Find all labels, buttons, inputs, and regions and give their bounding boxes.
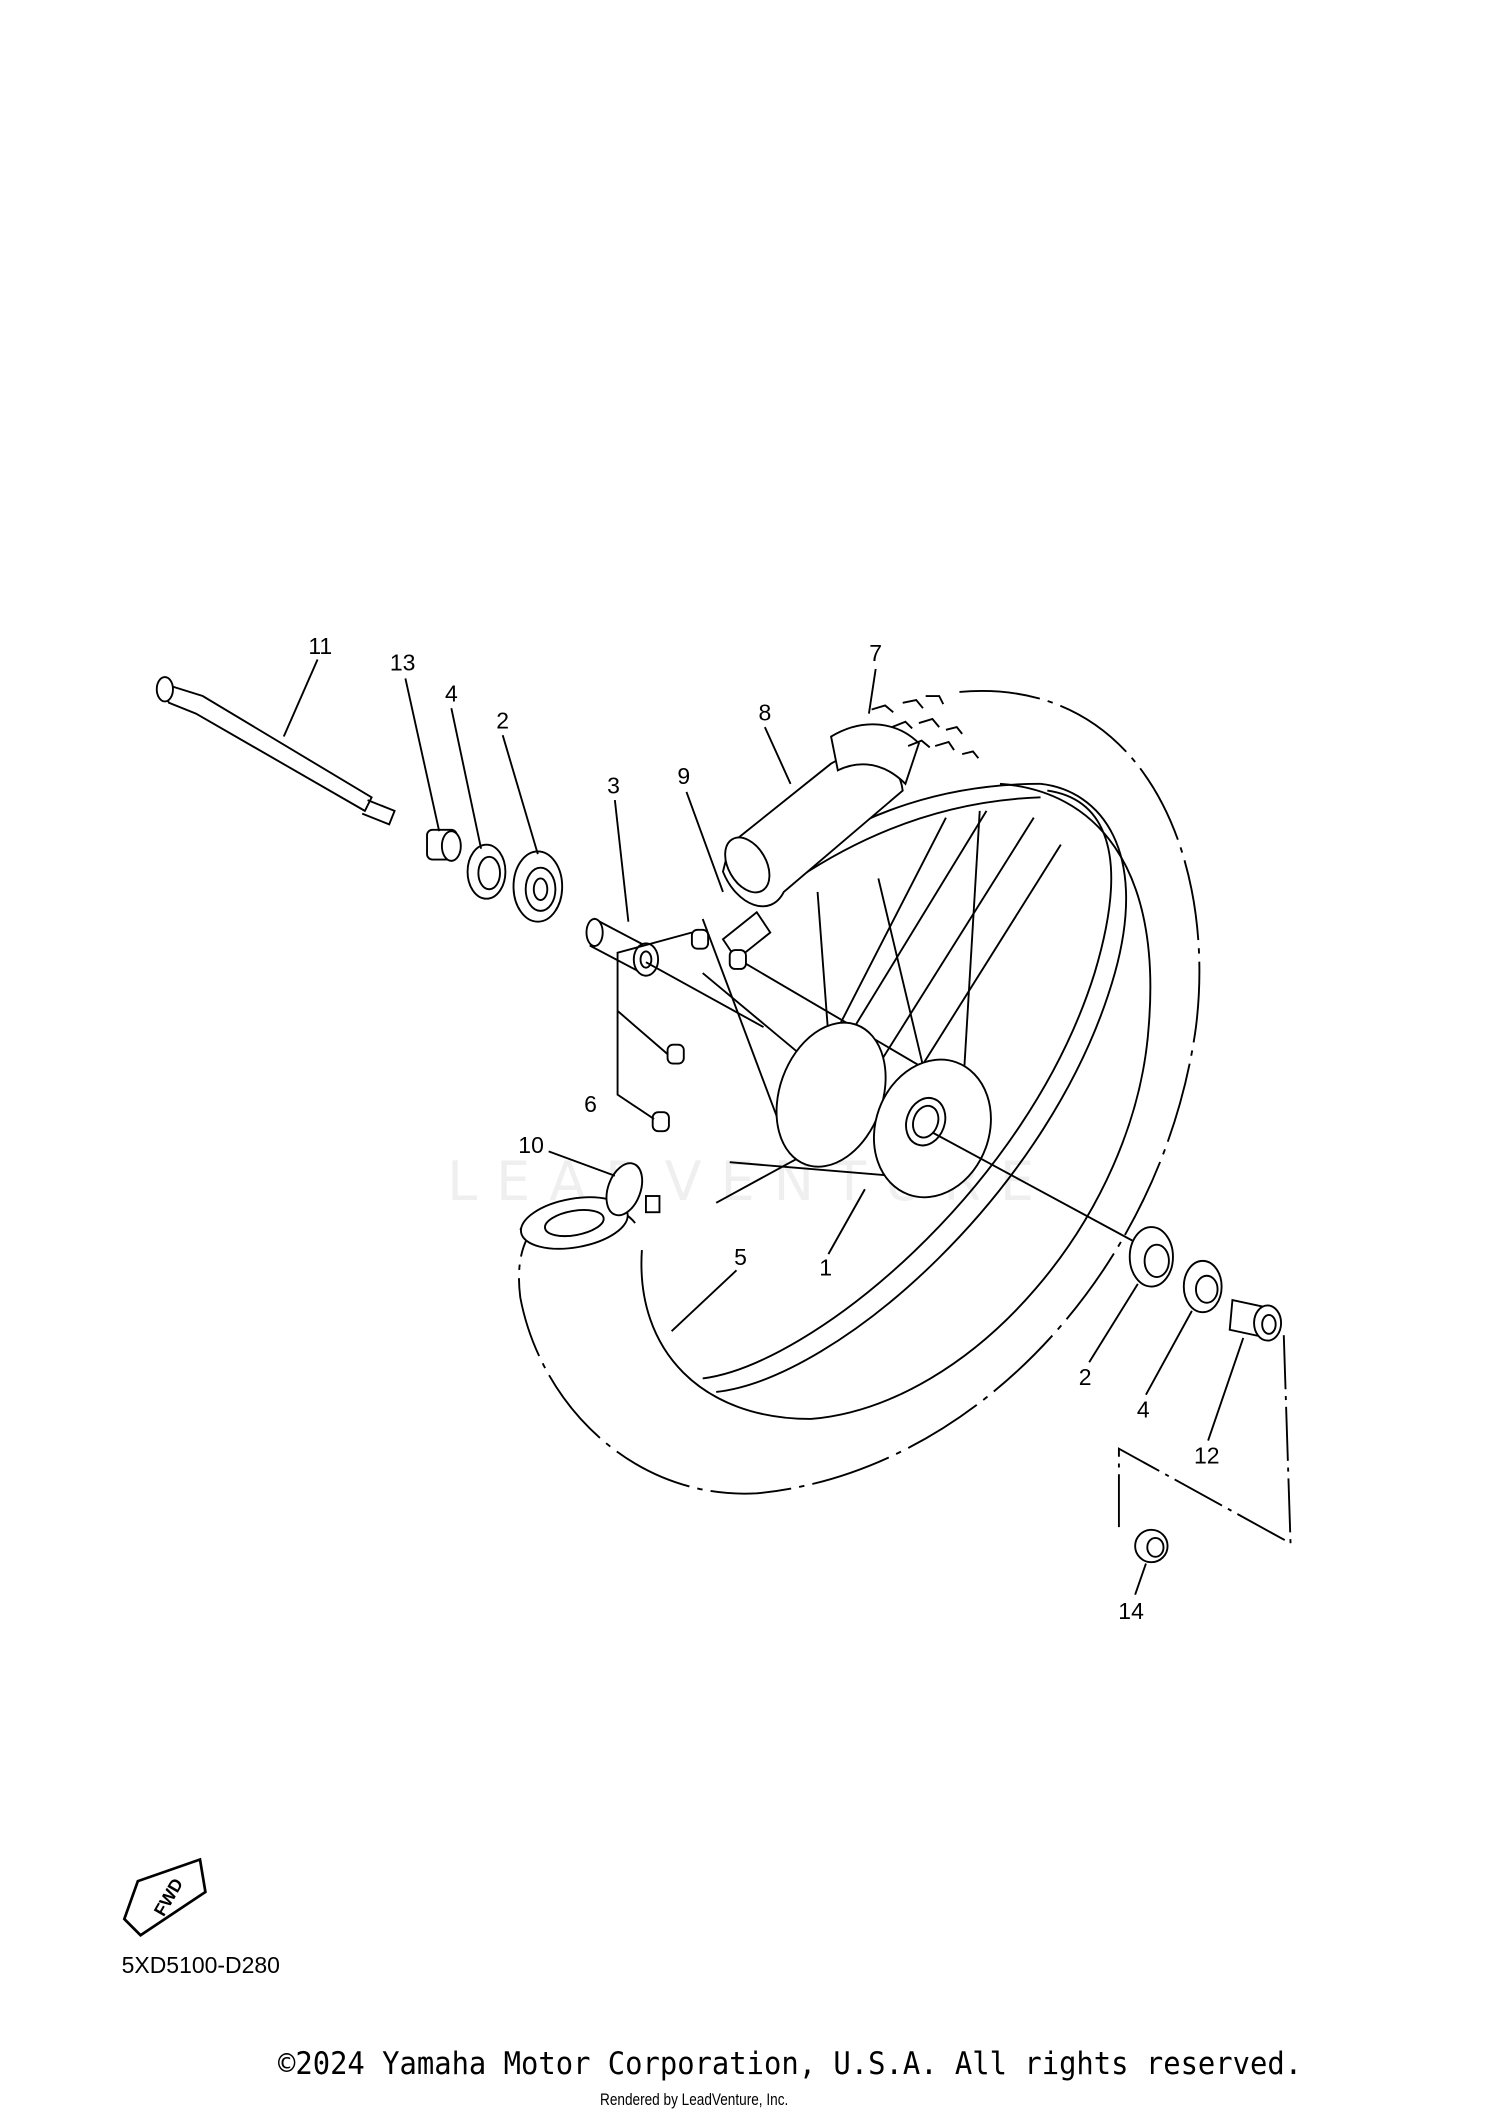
bearing-2 [512, 850, 564, 923]
copyright-text: ©2024 Yamaha Motor Corporation, U.S.A. A… [278, 2046, 1303, 2082]
part-label-5[interactable]: 5 [734, 1244, 747, 1270]
rim-band [721, 723, 921, 961]
tire [518, 690, 1201, 1495]
part-label-7[interactable]: 7 [869, 640, 882, 666]
spoke-nipples-6 [616, 928, 747, 1133]
collar-13 [426, 828, 462, 862]
part-label-10[interactable]: 10 [518, 1132, 544, 1158]
rendered-by-text: Rendered by LeadVenture, Inc. [600, 2090, 789, 2109]
part-label-9[interactable]: 9 [677, 763, 690, 789]
part-label-14[interactable]: 14 [1118, 1598, 1144, 1624]
collar-14 [1134, 1528, 1169, 1564]
part-label-2-right[interactable]: 2 [1079, 1364, 1092, 1390]
valve-10 [605, 1162, 661, 1217]
part-label-12[interactable]: 12 [1194, 1443, 1220, 1469]
collar-12 [1228, 1298, 1283, 1342]
fwd-arrow-icon: FWD [122, 1857, 207, 1937]
part-label-3[interactable]: 3 [607, 772, 620, 798]
spacer-3 [585, 917, 660, 977]
part-label-8[interactable]: 8 [758, 699, 771, 725]
part-label-4-right[interactable]: 4 [1137, 1397, 1150, 1423]
hub [775, 1021, 992, 1199]
part-label-11[interactable]: 11 [308, 633, 332, 659]
tread [871, 695, 980, 759]
part-label-2[interactable]: 2 [496, 707, 509, 733]
part-label-13[interactable]: 13 [390, 649, 416, 675]
drawing-code: 5XD5100-D280 [122, 1952, 280, 1978]
oil-seal-4 [466, 843, 507, 900]
part-label-6[interactable]: 6 [584, 1091, 597, 1117]
part-label-1[interactable]: 1 [819, 1255, 832, 1281]
oil-seal-4-right [1182, 1259, 1223, 1314]
part-label-4[interactable]: 4 [445, 680, 458, 706]
leader-lines [282, 659, 1245, 1595]
bearing-2-right [1128, 1226, 1174, 1288]
axle [155, 676, 396, 826]
